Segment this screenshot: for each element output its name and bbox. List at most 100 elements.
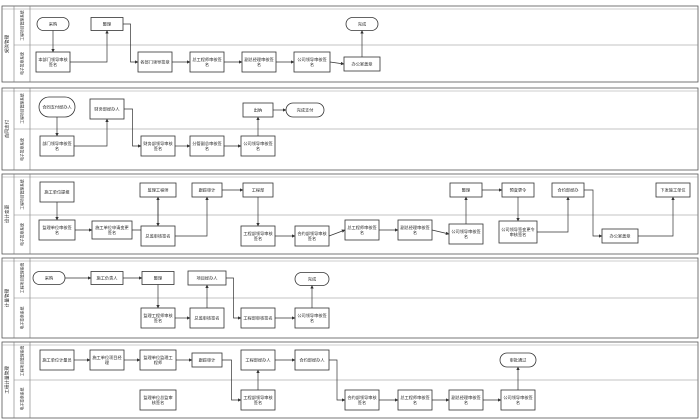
node-label: 工程部领导审核签名 [243, 230, 273, 242]
terminator-node[interactable]: 完成支付 [285, 102, 325, 118]
node-label: 监理工程师 [148, 186, 169, 193]
process-node[interactable]: 办公室盖章 [601, 228, 639, 244]
section-title: 工程计量管理 [4, 366, 11, 394]
process-node[interactable]: 合约部经办 [551, 182, 585, 198]
process-node[interactable]: 跟踪审计 [191, 352, 223, 368]
node-label: 跟踪审计 [199, 186, 216, 193]
section-title: 采购管理 [4, 34, 11, 53]
node-label: 财务部经办人 [94, 105, 120, 112]
lane-label: 电子签章系统 [20, 306, 25, 329]
process-node[interactable]: 工程部 [242, 182, 274, 198]
process-node[interactable]: 本部门领导审核签名 [35, 51, 71, 73]
process-node[interactable]: 下发施工单位 [655, 182, 691, 198]
node-label: 整理 [462, 186, 471, 192]
terminator-node[interactable]: 合同支付经办人 [38, 96, 76, 118]
node-label: 副总经理审核签名 [244, 56, 274, 68]
process-node[interactable]: 副总经理审核签名 [241, 51, 277, 73]
node-label: 公司领导审核签名 [451, 228, 481, 240]
node-label: 公司领导审核签名 [503, 394, 533, 406]
process-node[interactable]: 公司领导审核签名 [293, 51, 331, 73]
process-node[interactable]: 副总经理审核签名 [397, 219, 433, 241]
node-label: 办公室盖章 [610, 232, 631, 239]
process-node[interactable]: 出纳 [242, 102, 274, 118]
process-node[interactable]: 施工单位项目经理 [89, 349, 125, 371]
node-label: 合约部经办 [558, 186, 579, 193]
process-node[interactable]: 预变更令 [501, 182, 535, 198]
node-label: 监理工程师审核签名 [143, 312, 173, 324]
process-node[interactable]: 监理单位审核签名 [38, 219, 76, 241]
process-node[interactable]: 跟踪审计 [191, 182, 223, 198]
process-node[interactable]: 整理 [449, 182, 483, 198]
node-label: 总工程师审核签名 [347, 224, 377, 236]
process-node[interactable]: 公司领导签变更令审核签名 [498, 220, 538, 244]
process-node[interactable]: 工程部领导审核签名 [240, 389, 276, 411]
node-label: 施工负责人 [97, 274, 119, 281]
node-label: 施工单位申请变更签名 [95, 224, 129, 236]
process-node[interactable]: 工程部领导审核签名 [240, 225, 276, 247]
process-node[interactable]: 公司领导审核签名 [294, 307, 330, 329]
terminator-node[interactable]: 完成 [294, 272, 330, 286]
process-node[interactable]: 财务部领导审核签名 [140, 135, 176, 157]
terminator-node[interactable]: 采购 [32, 271, 66, 285]
node-label: 总监审核签名 [145, 232, 170, 239]
process-node[interactable]: 施工单位计量员 [39, 349, 75, 371]
node-label: 公司领导签变更令审核签名 [501, 226, 535, 238]
process-node[interactable]: 公司领导审核签名 [240, 135, 276, 157]
node-label: 完成支付 [297, 106, 314, 113]
process-node[interactable]: 项目经办人 [187, 270, 227, 286]
process-node[interactable]: 总工程师审核签名 [189, 51, 225, 73]
node-label: 采购 [49, 20, 57, 27]
node-label: 办公室盖章 [352, 60, 373, 67]
flow-arrow [537, 196, 570, 233]
process-node[interactable]: 副总经理审核签名 [448, 389, 484, 411]
process-node[interactable]: 部门领导审核签名 [39, 135, 75, 157]
process-node[interactable]: 工程部经办人 [240, 349, 276, 371]
terminator-node[interactable]: 采购 [36, 17, 70, 31]
process-node[interactable]: 合约部经办人 [294, 349, 330, 371]
flow-arrow [329, 359, 346, 402]
node-label: 整理 [103, 20, 112, 26]
process-node[interactable]: 整理 [90, 17, 124, 31]
terminator-node[interactable]: 完成 [345, 17, 379, 31]
node-label: 合约部经办人 [299, 356, 325, 363]
process-node[interactable]: 整理 [141, 271, 175, 285]
flow-arrow [74, 118, 109, 147]
process-node[interactable]: 总监审核签名 [189, 307, 225, 329]
process-node[interactable]: 合约部领导审核签名 [344, 389, 380, 411]
process-node[interactable]: 总工程师审核签名 [344, 219, 380, 241]
process-node[interactable]: 监理工程师审核签名 [140, 307, 176, 329]
node-label: 监理单位监理工程师 [143, 354, 172, 366]
node-label: 工程部审核签名 [243, 314, 272, 321]
terminator-node[interactable]: 审批通过 [499, 352, 537, 368]
process-node[interactable]: 监理单位总监审核签名 [139, 389, 177, 411]
flow-arrow [329, 61, 345, 66]
process-node[interactable]: 施工单位申请变更签名 [91, 220, 133, 240]
node-label: 工程部 [252, 186, 265, 193]
process-node[interactable]: 总工程师审核签名 [397, 389, 433, 411]
process-node[interactable]: 监理工程师 [139, 182, 177, 198]
process-node[interactable]: 施工负责人 [90, 271, 124, 285]
process-node[interactable]: 工程部审核签名 [240, 307, 276, 329]
process-node[interactable]: 总监审核签名 [140, 225, 176, 247]
lane-label: 电子签章系统 [20, 223, 25, 246]
node-label: 监理单位总监审核签名 [143, 394, 172, 406]
node-label: 总工程师审核签名 [400, 394, 430, 406]
node-label: 副总经理审核签名 [451, 394, 481, 406]
process-node[interactable]: 财务部经办人 [89, 98, 125, 120]
node-label: 采购 [45, 274, 53, 281]
process-node[interactable]: 各部门领导签章 [137, 51, 173, 73]
process-node[interactable]: 公司领导审核签名 [500, 389, 536, 411]
node-label: 财务部领导审核签名 [143, 140, 173, 152]
process-node[interactable]: 分管副总审核签名 [189, 135, 225, 157]
section-title: 设计变更 [4, 204, 11, 223]
process-node[interactable]: 公司领导审核签名 [448, 223, 484, 245]
process-node[interactable]: 施工单位提报 [39, 181, 75, 203]
node-label: 出纳 [254, 106, 262, 113]
node-label: 分管副总审核签名 [192, 140, 222, 152]
process-node[interactable]: 办公室盖章 [343, 56, 381, 72]
process-node[interactable]: 合约部领导审核签名 [294, 225, 330, 247]
process-node[interactable]: 监理单位监理工程师 [139, 349, 177, 371]
flow-arrow [124, 108, 142, 148]
